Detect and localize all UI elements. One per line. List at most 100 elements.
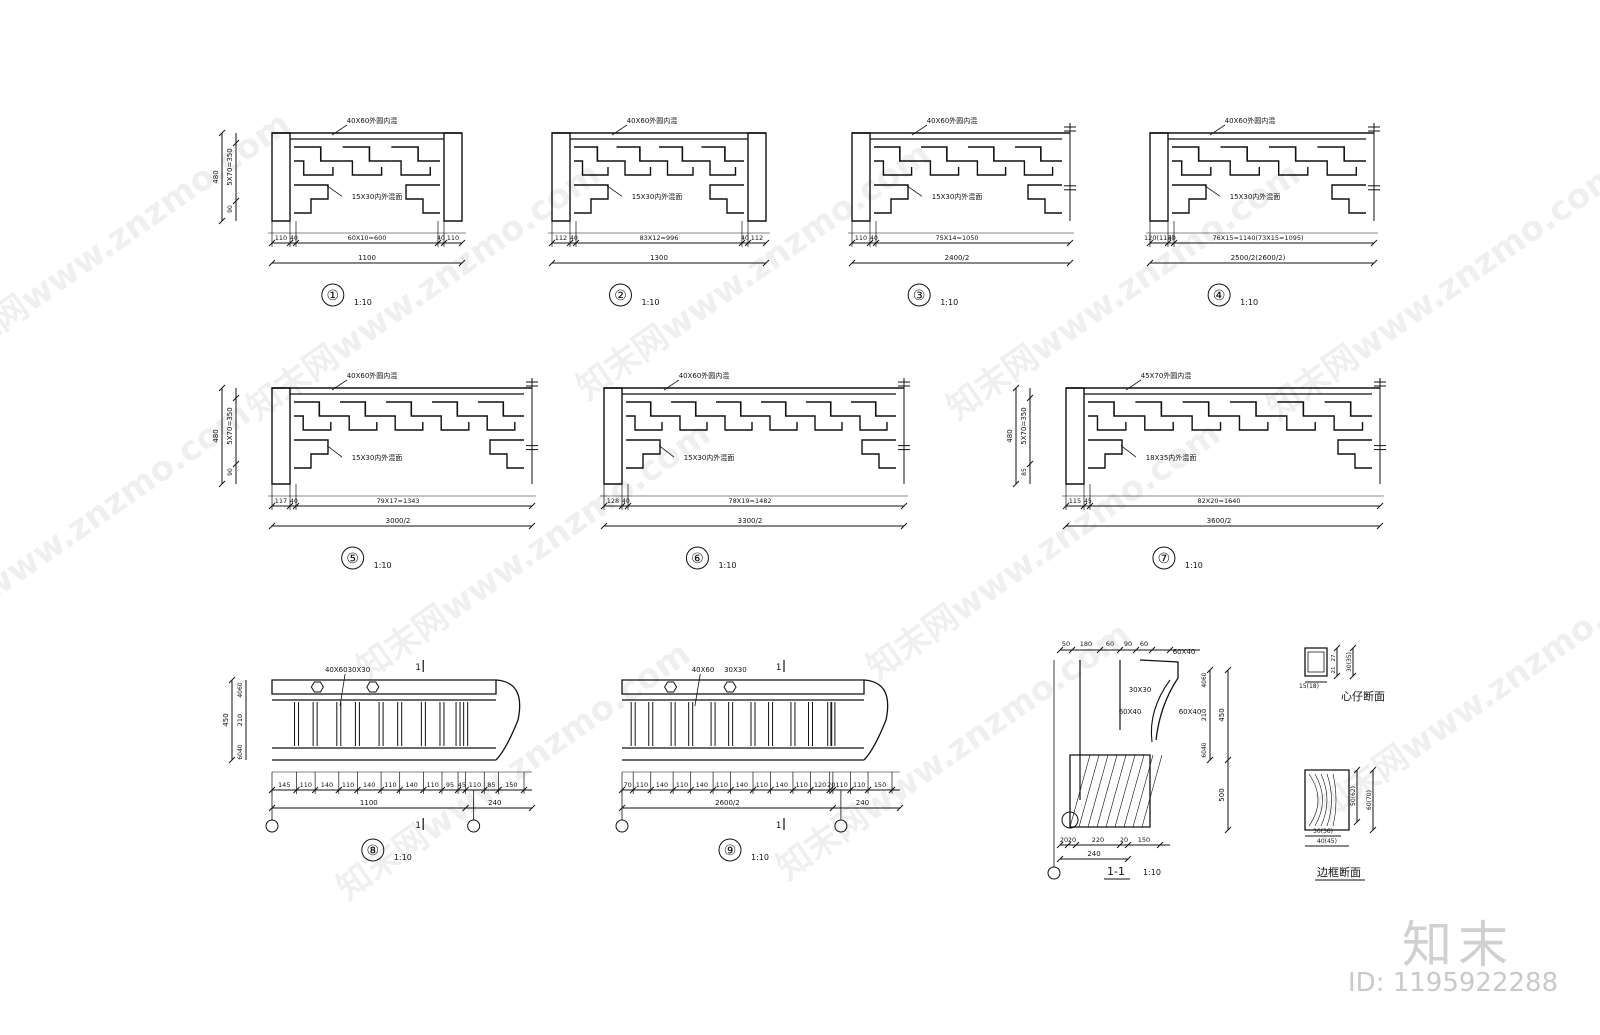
number-circle <box>322 284 344 306</box>
lattice-fret <box>294 402 340 416</box>
line <box>397 787 403 793</box>
line <box>1171 240 1177 246</box>
line <box>1210 125 1225 135</box>
line <box>463 805 469 811</box>
dimension-text: 2500/2(2600/2) <box>1231 254 1286 262</box>
section-label: 60X40 <box>1173 648 1196 656</box>
lattice-fret <box>1135 402 1182 416</box>
line <box>1057 842 1063 848</box>
line <box>827 787 833 793</box>
lattice-fret <box>659 161 693 175</box>
lattice-fret <box>432 416 469 430</box>
section-title: 1-1 <box>1107 865 1125 878</box>
line <box>912 125 927 135</box>
wood-grain <box>1309 774 1318 826</box>
drawing-number: ⑥ <box>691 551 704 567</box>
lattice-fret <box>921 161 959 175</box>
detail-title: 心仔断面 <box>1341 689 1385 703</box>
line <box>745 240 751 246</box>
line <box>1370 827 1376 833</box>
dimension-text: 76X15=1140(73X15=1095) <box>1212 234 1303 242</box>
bar-label: 18X35内外混面 <box>1146 453 1197 462</box>
lattice-fret <box>340 416 377 430</box>
line <box>1063 503 1069 509</box>
dimension-text: 180 <box>1080 640 1092 648</box>
line <box>269 503 275 509</box>
drawing-number: ⑤ <box>346 551 359 567</box>
dimension-text: 1100 <box>358 254 376 262</box>
dimension-text: 40 <box>570 235 578 242</box>
section-label: 60X40 <box>1119 708 1142 716</box>
line <box>287 503 293 509</box>
corner-bracket <box>626 440 660 468</box>
dimension-text: 60(70) <box>1366 790 1373 810</box>
dimension-text: 90 <box>227 205 234 213</box>
line <box>1167 647 1173 653</box>
number-circle <box>1153 547 1175 569</box>
beam-label: 40X60外圆内混 <box>347 116 398 125</box>
drawing-number: ⑦ <box>1158 551 1171 567</box>
line <box>1334 673 1340 679</box>
line <box>728 787 734 793</box>
dimension-text: 20 <box>1068 836 1076 844</box>
lattice-fret <box>761 416 797 430</box>
dimension-text: 21 <box>1331 667 1337 674</box>
corner-bracket <box>406 185 440 213</box>
line <box>1350 673 1356 679</box>
watermark-text: 知末网www.znzmo.com <box>0 104 298 378</box>
lattice-fret <box>1325 416 1363 430</box>
corner-bracket <box>1088 440 1122 468</box>
section-label: 30X30 <box>1129 686 1152 694</box>
dimension-text: 60 <box>1140 640 1148 648</box>
lattice-fret <box>1269 161 1308 175</box>
line <box>1087 503 1093 509</box>
section-mark: 1 <box>415 663 421 673</box>
lattice-fret <box>617 161 651 175</box>
drawing-number: ④ <box>1213 288 1226 304</box>
dimension-text: 240 <box>856 799 869 807</box>
line <box>1097 755 1117 827</box>
line <box>1354 819 1360 825</box>
line <box>763 240 769 246</box>
dimension-text: 2600/2 <box>715 799 740 807</box>
line <box>496 787 502 793</box>
dimension-text: 240 <box>488 799 501 807</box>
lattice-fret <box>478 402 524 416</box>
lattice-fret <box>574 147 617 161</box>
line <box>1207 757 1213 763</box>
drawing-number: ⑨ <box>724 843 737 859</box>
dimension-text: 1100 <box>360 799 378 807</box>
lattice-fret <box>1318 147 1367 161</box>
dimension-text: 210 <box>1200 709 1208 721</box>
line <box>612 125 627 135</box>
section-label: 60X40 <box>1179 708 1202 716</box>
line <box>529 523 535 529</box>
dimension-text: 128 <box>607 497 619 505</box>
line <box>269 260 275 266</box>
dimension-text: 40 <box>870 235 878 242</box>
dimension-text: 110 <box>796 781 808 789</box>
lattice-fret <box>1183 402 1230 416</box>
line <box>1013 385 1019 391</box>
line <box>1225 827 1231 833</box>
dimension-text: 20 <box>827 781 835 789</box>
lattice-fret <box>806 402 851 416</box>
scale-label: 1:10 <box>374 561 392 570</box>
dimension-text: 240 <box>1087 850 1100 858</box>
corner-bracket <box>874 185 908 213</box>
line <box>901 503 907 509</box>
line <box>219 130 225 136</box>
lattice-fret <box>294 161 333 175</box>
corner-bracket <box>294 440 328 468</box>
line <box>1377 503 1383 509</box>
line <box>294 787 300 793</box>
lattice-fret <box>1230 416 1268 430</box>
lattice-fret <box>574 161 608 175</box>
lattice-fret <box>1088 402 1135 416</box>
watermark-text: 知末网www.znzmo.com <box>1260 154 1600 428</box>
rect <box>1066 388 1084 484</box>
frame-profile <box>1305 770 1349 830</box>
